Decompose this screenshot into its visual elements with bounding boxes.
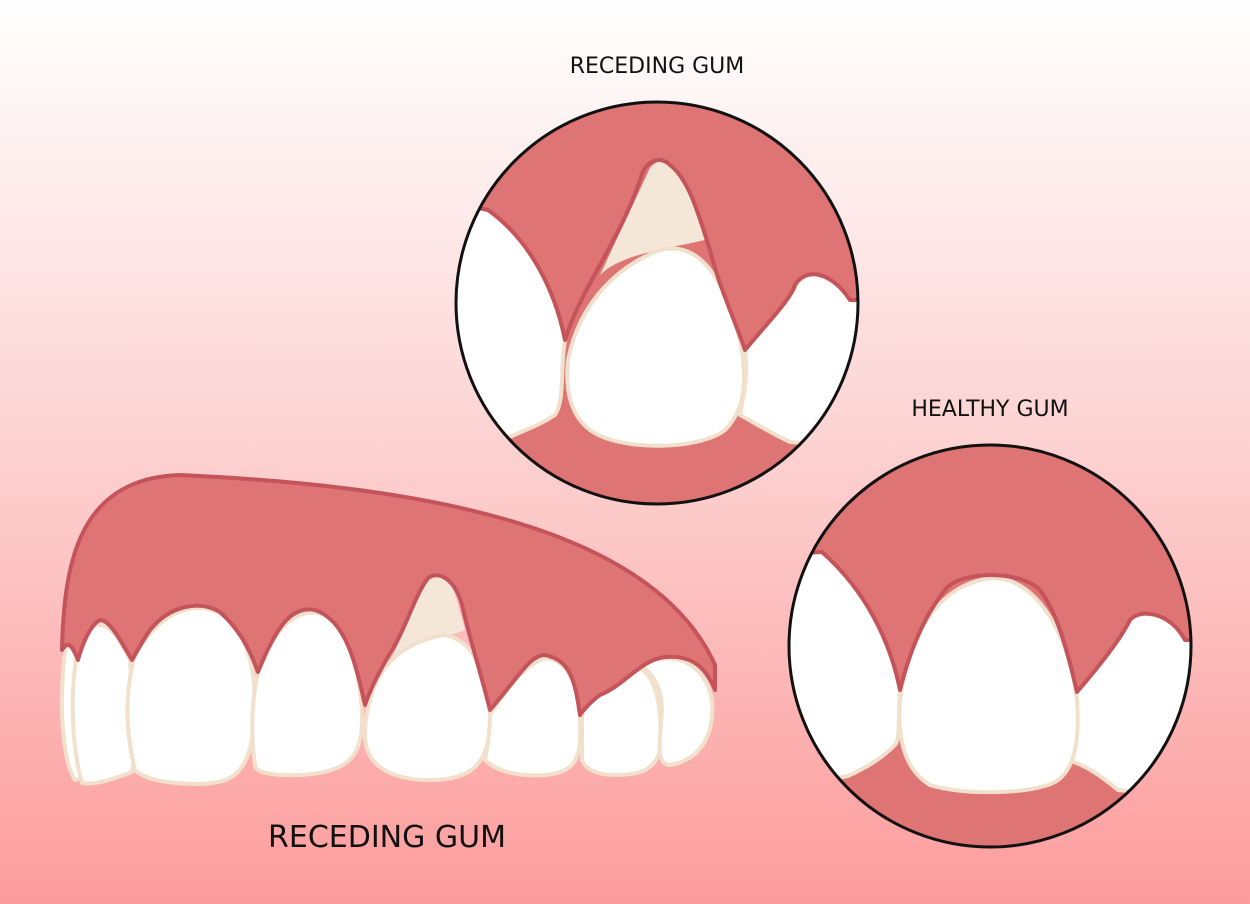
label-top-circle: RECEDING GUM — [570, 54, 745, 79]
closeup-frame — [787, 443, 1193, 849]
healthy-gum-closeup — [787, 443, 1193, 849]
receding-gum-closeup — [454, 100, 860, 506]
label-right-circle: HEALTHY GUM — [911, 397, 1068, 422]
tooth — [483, 656, 583, 778]
exposed-root — [600, 160, 705, 275]
upper-jaw-receding — [59, 473, 717, 786]
gum — [60, 473, 717, 717]
receding-tooth — [565, 246, 747, 448]
tooth — [638, 656, 715, 767]
label-jaw: RECEDING GUM — [268, 820, 506, 855]
receding-tooth — [363, 633, 492, 782]
tooth — [250, 610, 364, 778]
closeup-frame — [454, 100, 860, 506]
exposed-root — [392, 573, 465, 660]
healthy-tooth — [897, 576, 1080, 795]
